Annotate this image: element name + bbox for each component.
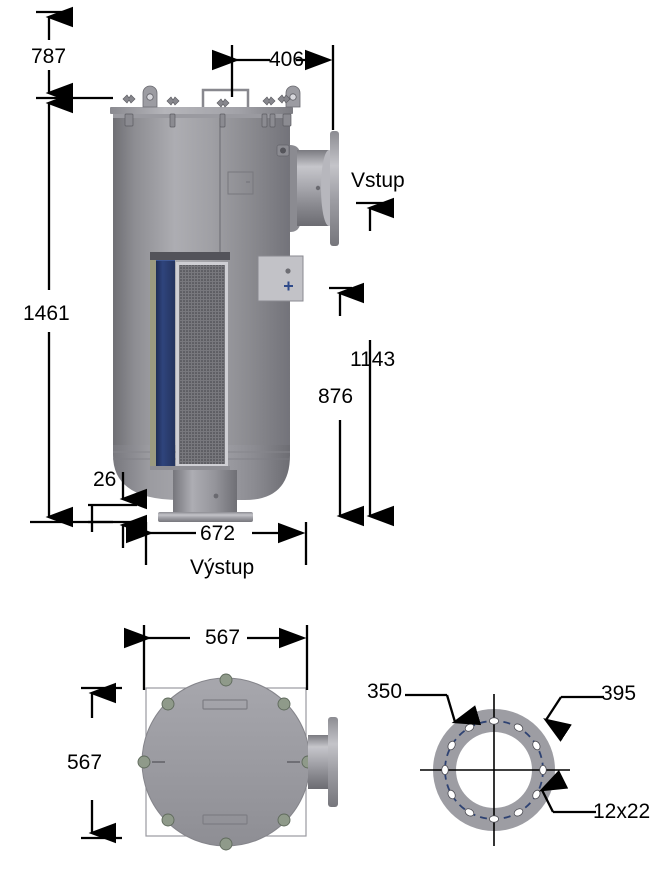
plan-bolt-heads (137, 673, 315, 851)
dimension-26: 26 (93, 468, 117, 491)
dimension-876: 876 (318, 385, 354, 408)
dimension-plan-height-567: 567 (67, 751, 103, 774)
dimension-plan-width-567: 567 (205, 626, 241, 649)
inlet-nozzle (290, 131, 339, 246)
top-handle (201, 88, 250, 107)
callout-395: 395 (601, 682, 637, 705)
label-outlet-vystup: Výstup (190, 556, 255, 579)
lifting-lugs (142, 85, 301, 108)
shell-fitting (276, 144, 290, 157)
dimension-787: 787 (31, 45, 67, 68)
dimension-672: 672 (200, 522, 236, 545)
flange-detail-group (420, 694, 570, 846)
gauge-panel (257, 255, 304, 302)
callout-350: 350 (367, 680, 403, 703)
plan-view-group (137, 673, 338, 851)
filter-element (150, 252, 230, 470)
label-inlet-vstup: Vstup (351, 169, 405, 192)
front-vessel-group (110, 85, 339, 522)
flange-bolt-holes (441, 717, 547, 823)
wing-nut-row (122, 94, 291, 108)
dimension-1143: 1143 (350, 348, 396, 371)
swing-bolts (124, 113, 292, 128)
dimension-406: 406 (269, 48, 305, 71)
callout-12x22: 12x22 (593, 800, 650, 823)
dimension-1461: 1461 (23, 302, 70, 325)
